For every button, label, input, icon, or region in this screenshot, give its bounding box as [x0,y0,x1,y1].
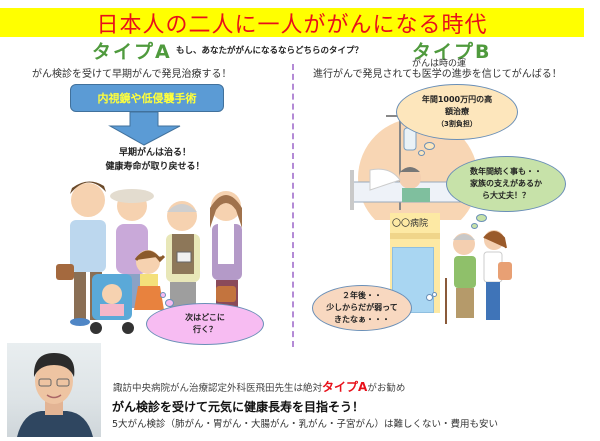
footer-detail: 5大がん検診（肺がん・胃がん・大腸がん・乳がん・子宮がん）は難しくない・費用も安… [112,419,499,430]
footer-headline: がん検診を受けて元気に健康長寿を目指そう！ [112,400,365,414]
cost-speech-bubble: 年間1000万円の高 額治療 （3割負担） [396,84,518,140]
bubble-puff [476,214,487,222]
elder-speech-bubble: ２年後・・ 少しからだが弱って きたなぁ・・・ [312,285,412,331]
bubble-puff [424,142,435,150]
question-text: もし、あなたががんになるならどちらのタイプ？ [176,46,364,56]
bubble-line: 少しからだが弱って [326,303,398,312]
treatment-label: 内視鏡や低侵襲手術 [97,92,197,105]
hospital-sign: 〇〇病院 [392,219,429,229]
bubble-line: 数年間続く事も・・ [470,167,542,176]
bubble-line: （3割負担） [437,120,477,128]
column-divider [292,64,295,347]
bubble-puff [471,223,478,229]
bubble-puff [160,292,166,298]
recommend-highlight: タイプA [322,380,368,394]
family-illustration [56,181,242,334]
hospital-stripe [390,233,440,239]
type-b-subtitle: 進行がんで発見されても医学の進歩を信じてがんばる！ [313,69,562,80]
type-b-label: タイプB [412,41,492,63]
bubble-line: きたなぁ・・・ [333,315,390,324]
bubble-line: 額治療 [444,107,469,116]
hospital-building: 〇〇病院 [390,213,440,313]
bubble-puff [418,150,425,156]
doctor-recommendation: 諏訪中央病院がん治療認定外科医飛田先生は絶対タイプAがお勧め [113,378,405,395]
type-b-tagline: がんは時の運 [412,59,467,69]
doctor-portrait-icon [17,353,93,437]
page-title: 日本人の二人に一人ががんになる時代 [96,12,488,38]
type-a-result: 早期がんは治る！ 健康寿命が取り戻せる！ [70,146,240,174]
bubble-puff [426,294,433,301]
doctor-photo [7,343,101,437]
treatment-box: 内視鏡や低侵襲手術 [70,84,224,112]
bubble-line: 年間1000万円の高 [421,95,493,104]
down-arrow-icon [108,112,181,146]
result-line-1: 早期がんは治る！ [118,148,191,158]
hospital-bed-illustration [350,106,478,220]
bubble-line: 家族の支えがあるか [470,179,542,188]
recommend-suffix: がお勧め [367,383,406,394]
type-a-subtitle: がん検診を受けて早期がんで発見治療する！ [32,69,232,80]
bubble-puff [432,292,437,297]
elderly-walking-illustration [445,230,512,324]
type-a-label: タイプA [92,41,172,63]
bubble-line: ら大丈夫！？ [482,191,530,200]
recommend-prefix: 諏訪中央病院がん治療認定外科医飛田先生は絶対 [113,383,323,394]
support-speech-bubble: 数年間続く事も・・ 家族の支えがあるか ら大丈夫！？ [446,156,566,212]
bubble-line: 次はどこに [185,313,225,322]
title-banner: 日本人の二人に一人ががんになる時代 [0,8,584,38]
result-line-2: 健康寿命が取り戻せる！ [105,162,205,172]
family-speech-bubble: 次はどこに 行く？ [146,303,264,345]
bubble-line: 行く？ [192,325,217,334]
bubble-line: ２年後・・ [341,291,382,300]
